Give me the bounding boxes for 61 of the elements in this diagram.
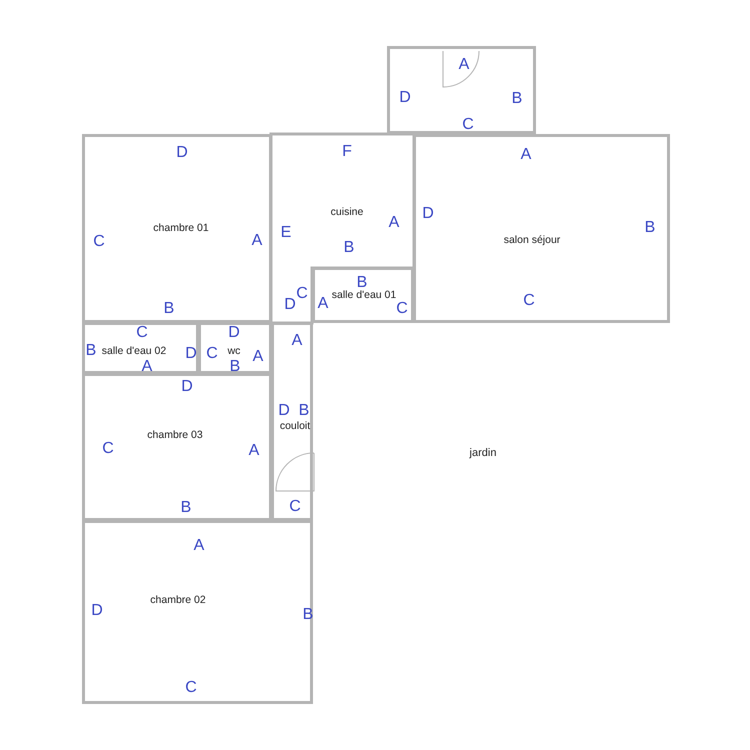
room — [82, 322, 199, 374]
wall-letter: C — [396, 301, 408, 317]
wall-letter: B — [230, 359, 240, 375]
wall-letter: A — [194, 538, 204, 554]
wall-letter: D — [284, 297, 296, 313]
wall-letter: E — [280, 225, 292, 241]
wall-letter: B — [344, 240, 354, 256]
wall-letter: C — [523, 293, 535, 309]
wall-letter: C — [136, 325, 148, 341]
wall-letter: D — [278, 403, 290, 419]
wall-letter: B — [356, 275, 368, 291]
wall-letter: D — [399, 90, 411, 106]
wall-letter: A — [252, 233, 262, 249]
wall-letter: B — [180, 500, 192, 516]
wall-letter: B — [302, 607, 314, 623]
room-name: wc — [228, 346, 240, 356]
wall-letter: C — [185, 680, 197, 696]
wall-letter: D — [91, 603, 103, 619]
room-name: salle d'eau 02 — [102, 346, 166, 356]
room — [198, 322, 272, 374]
wall-letter: C — [296, 286, 308, 302]
room — [312, 267, 414, 323]
wall-letter: A — [520, 147, 532, 163]
wall-letter: F — [342, 144, 352, 160]
wall-letter: A — [248, 443, 260, 459]
wall-letter: B — [512, 91, 522, 107]
area-name: jardin — [470, 447, 496, 459]
wall-letter: C — [93, 234, 105, 250]
wall-letter: B — [644, 220, 656, 236]
wall-letter: D — [181, 379, 193, 395]
wall-letter: A — [388, 215, 400, 231]
room-name: salon séjour — [504, 234, 560, 246]
wall-letter: D — [185, 346, 197, 362]
wall-letter: A — [252, 349, 264, 365]
wall-letter: A — [318, 296, 328, 312]
room — [82, 134, 272, 323]
wall-letter: D — [422, 206, 434, 222]
wall-letter: C — [462, 117, 474, 133]
room — [271, 134, 414, 323]
room — [271, 322, 313, 521]
wall-letter: C — [206, 346, 218, 362]
room — [387, 46, 536, 134]
room-name: chambre 03 — [147, 430, 203, 440]
room-name: chambre 02 — [150, 594, 206, 606]
wall-letter: D — [176, 145, 188, 161]
wall-letter: D — [228, 325, 240, 341]
wall-letter: A — [458, 57, 470, 73]
room-name: cuisine — [330, 206, 364, 218]
wall-letter: A — [142, 359, 152, 375]
room — [413, 134, 670, 323]
wall-letter: A — [292, 333, 302, 349]
room-name: couloit — [280, 420, 310, 432]
wall-letter: C — [102, 441, 114, 457]
wall-letter: B — [86, 343, 96, 359]
wall-letter: C — [289, 499, 301, 515]
wall-letter: B — [164, 301, 174, 317]
room-name: chambre 01 — [153, 222, 209, 234]
wall-letter: B — [298, 403, 310, 419]
room-name: salle d'eau 01 — [332, 290, 396, 300]
room — [82, 373, 272, 521]
room — [82, 520, 313, 704]
